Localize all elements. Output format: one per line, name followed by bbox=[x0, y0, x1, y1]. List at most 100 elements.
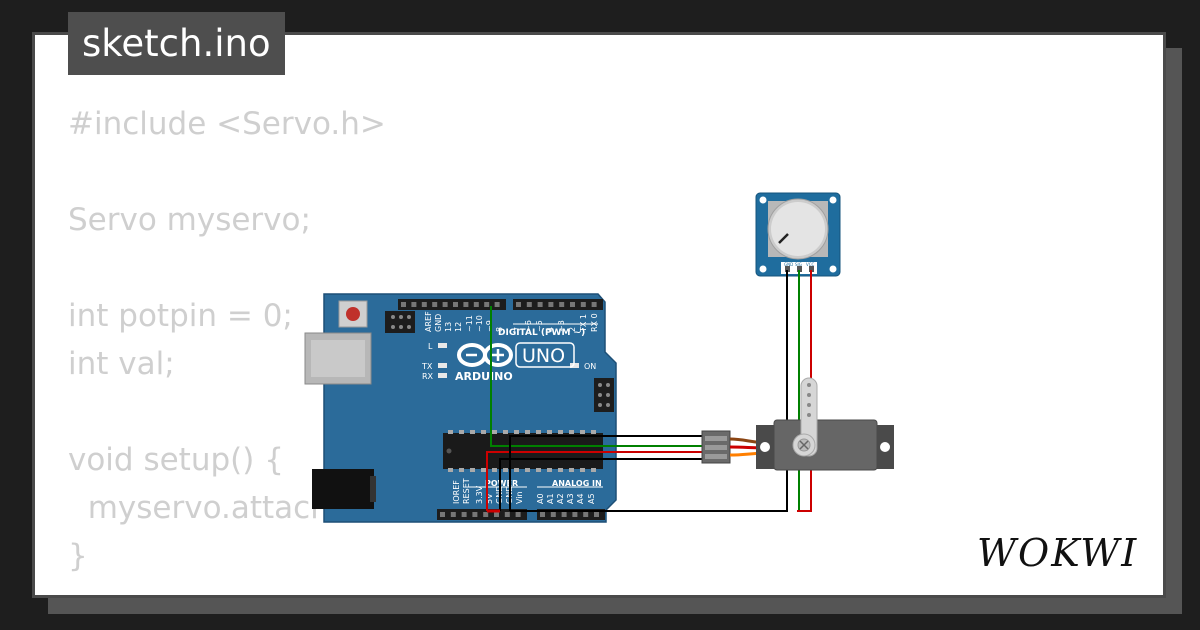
header-pin[interactable] bbox=[442, 302, 448, 307]
wire-servo-gnd-2[interactable] bbox=[509, 435, 705, 511]
header-pin[interactable] bbox=[561, 512, 567, 517]
chip-pin bbox=[547, 468, 552, 472]
wire-pot-vcc[interactable] bbox=[797, 270, 812, 512]
top-pin-label: 8 bbox=[495, 327, 504, 332]
top-pin-label: GND bbox=[434, 314, 443, 332]
led-l-label: L bbox=[428, 342, 433, 351]
arduino-logo-icon bbox=[457, 343, 513, 367]
header-pin[interactable] bbox=[483, 512, 489, 517]
header-pin[interactable] bbox=[559, 302, 565, 307]
chip-pin bbox=[558, 430, 563, 434]
header-pin[interactable] bbox=[440, 512, 445, 517]
file-tab[interactable]: sketch.ino bbox=[68, 12, 285, 75]
chip-pin bbox=[514, 430, 519, 434]
wokwi-logo: WOKWI bbox=[977, 531, 1138, 575]
header-pin[interactable] bbox=[580, 302, 586, 307]
icsp-header bbox=[594, 378, 614, 412]
code-line: #include <Servo.h> bbox=[68, 106, 386, 142]
chip-pin bbox=[514, 468, 519, 472]
led-rx bbox=[438, 373, 447, 378]
header-pin[interactable] bbox=[421, 302, 427, 307]
power-jack bbox=[312, 469, 374, 509]
wire-signal-pin9[interactable] bbox=[490, 306, 705, 447]
top-pin-label: ~3 bbox=[557, 320, 566, 332]
servo-motor[interactable] bbox=[701, 377, 894, 471]
knob-pointer bbox=[778, 233, 789, 244]
header-pin[interactable] bbox=[516, 302, 521, 307]
bottom-pin-label: IOREF bbox=[452, 480, 461, 504]
code-line: int potpin = 0; bbox=[68, 298, 293, 334]
header-pin[interactable] bbox=[526, 302, 532, 307]
header-pin[interactable] bbox=[401, 302, 406, 307]
header-pin[interactable] bbox=[515, 512, 521, 517]
code-line: Servo myservo; bbox=[68, 202, 311, 238]
header-pin[interactable] bbox=[450, 512, 456, 517]
top-pin-label: 7 bbox=[513, 327, 522, 332]
header-pin[interactable] bbox=[550, 512, 556, 517]
pot-pin-label: GND bbox=[784, 262, 793, 267]
chip-pin bbox=[536, 430, 541, 434]
potentiometer-knob[interactable] bbox=[771, 202, 825, 256]
code-editor[interactable]: #include <Servo.h> Servo myservo; int po… bbox=[68, 100, 386, 580]
chip-pin bbox=[470, 468, 475, 472]
bottom-pin-label: A3 bbox=[566, 493, 575, 504]
header-pin[interactable] bbox=[548, 302, 554, 307]
top-pin-label: 4 bbox=[546, 327, 555, 332]
chip-pin bbox=[569, 430, 574, 434]
bottom-pin-label: 5V bbox=[485, 493, 494, 504]
header-pin[interactable] bbox=[453, 302, 458, 307]
top-pin-label: 12 bbox=[454, 322, 463, 332]
header-pin[interactable] bbox=[494, 302, 500, 307]
header-pin[interactable] bbox=[594, 512, 599, 517]
chip-pin bbox=[558, 468, 563, 472]
bottom-pin-label: A1 bbox=[546, 493, 555, 504]
top-pin-label: ~10 bbox=[475, 315, 484, 332]
top-pin-label: ~6 bbox=[524, 320, 533, 332]
wire-pot-gnd[interactable] bbox=[510, 270, 788, 512]
top-pin-label: ~5 bbox=[535, 320, 544, 332]
header-pin[interactable] bbox=[591, 302, 597, 307]
bottom-pin-label: 3.3V bbox=[475, 485, 484, 504]
header-pin[interactable] bbox=[504, 512, 510, 517]
chip-pin bbox=[481, 468, 486, 472]
header-pin[interactable] bbox=[411, 302, 417, 307]
header-pin[interactable] bbox=[461, 512, 467, 517]
header-pin[interactable] bbox=[473, 302, 479, 307]
header-pin[interactable] bbox=[572, 512, 578, 517]
header-pin[interactable] bbox=[540, 512, 545, 517]
led-l bbox=[438, 343, 447, 348]
bottom-pin-label: A2 bbox=[556, 493, 565, 504]
chip-pin bbox=[448, 430, 453, 434]
digital-header-label: DIGITAL (PWM ~) bbox=[498, 328, 585, 338]
wokwi-brand-text: WOKWI bbox=[977, 531, 1138, 575]
led-on-label: ON bbox=[584, 362, 596, 371]
header-pin[interactable] bbox=[432, 302, 438, 307]
chip-pin bbox=[525, 468, 530, 472]
bottom-pin-label: A4 bbox=[576, 493, 585, 504]
top-pin-label: 2 bbox=[568, 327, 577, 332]
header-pin[interactable] bbox=[472, 512, 478, 517]
icsp-header-small bbox=[385, 311, 415, 333]
wire-servo-vcc[interactable] bbox=[486, 451, 705, 511]
board-logo-text: ARDUINO bbox=[455, 370, 513, 383]
header-pin[interactable] bbox=[494, 512, 499, 517]
top-pin-label: 13 bbox=[444, 322, 453, 332]
top-pin-label: ~11 bbox=[465, 315, 474, 332]
pot-pin-label: SIG bbox=[795, 262, 802, 267]
bottom-pin-label: RESET bbox=[462, 478, 471, 504]
header-pin[interactable] bbox=[583, 512, 589, 517]
code-line: } bbox=[68, 538, 88, 574]
analog-header-label: ANALOG IN bbox=[552, 479, 602, 488]
bottom-pin-label: Vin bbox=[515, 491, 524, 504]
header-pin[interactable] bbox=[537, 302, 543, 307]
header-pin[interactable] bbox=[570, 302, 575, 307]
header-pin[interactable] bbox=[463, 302, 469, 307]
reset-button[interactable] bbox=[338, 300, 368, 328]
header-pin[interactable] bbox=[484, 302, 490, 307]
reset-button-cap[interactable] bbox=[346, 307, 360, 321]
led-tx-label: TX bbox=[421, 362, 433, 371]
top-pin-label: ~9 bbox=[485, 320, 494, 332]
wire-servo-gnd[interactable] bbox=[499, 458, 705, 511]
